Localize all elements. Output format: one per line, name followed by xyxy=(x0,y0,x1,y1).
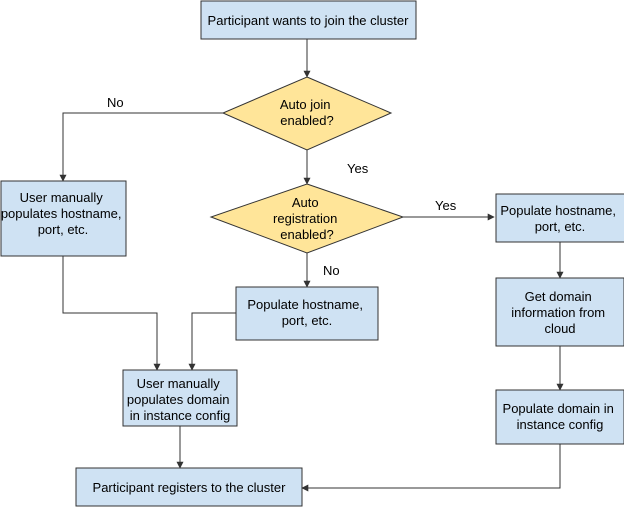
auto-join-yes-label: Yes xyxy=(347,161,369,176)
edge-midhost-to-manualdomain xyxy=(188,312,236,371)
auto-registration-diamond xyxy=(209,183,405,254)
auto-join-diamond xyxy=(221,76,393,151)
auto-join-no-label: No xyxy=(107,95,124,110)
manual-hostname-label: User manually populates hostname, port, … xyxy=(1,190,125,237)
edge-populatedomain-to-register xyxy=(301,444,561,492)
node-labels: Participant wants to join the cluster Au… xyxy=(1,13,619,495)
register-label: Participant registers to the cluster xyxy=(93,480,287,495)
auto-join-label: Auto join enabled? xyxy=(280,97,334,128)
manual-domain-label: User manually populates domain in instan… xyxy=(127,376,233,423)
populate-domain-label: Populate domain in instance config xyxy=(503,401,618,432)
populate-hostname-right-box xyxy=(495,193,624,243)
edge-autojoin-no xyxy=(59,112,223,182)
auto-registration-label: Auto registration enabled? xyxy=(273,195,341,242)
edges xyxy=(59,39,564,492)
manual-domain-box xyxy=(122,369,238,427)
edge-labels: No Yes Yes No xyxy=(107,95,457,278)
auto-registration-no-label: No xyxy=(323,263,340,278)
start-box xyxy=(200,0,417,40)
populate-hostname-right-label: Populate hostname, port, etc. xyxy=(500,203,619,234)
get-domain-label: Get domain information from cloud xyxy=(511,289,609,336)
populate-hostname-mid-label: Populate hostname, port, etc. xyxy=(247,297,366,328)
start-label: Participant wants to join the cluster xyxy=(208,13,410,28)
populate-domain-box xyxy=(495,389,624,445)
populate-hostname-mid-box xyxy=(235,286,379,341)
manual-hostname-box xyxy=(0,180,127,257)
edge-manualhost-to-manualdomain xyxy=(62,256,161,371)
auto-registration-yes-label: Yes xyxy=(435,198,457,213)
register-box xyxy=(75,467,303,507)
get-domain-box xyxy=(495,277,624,347)
